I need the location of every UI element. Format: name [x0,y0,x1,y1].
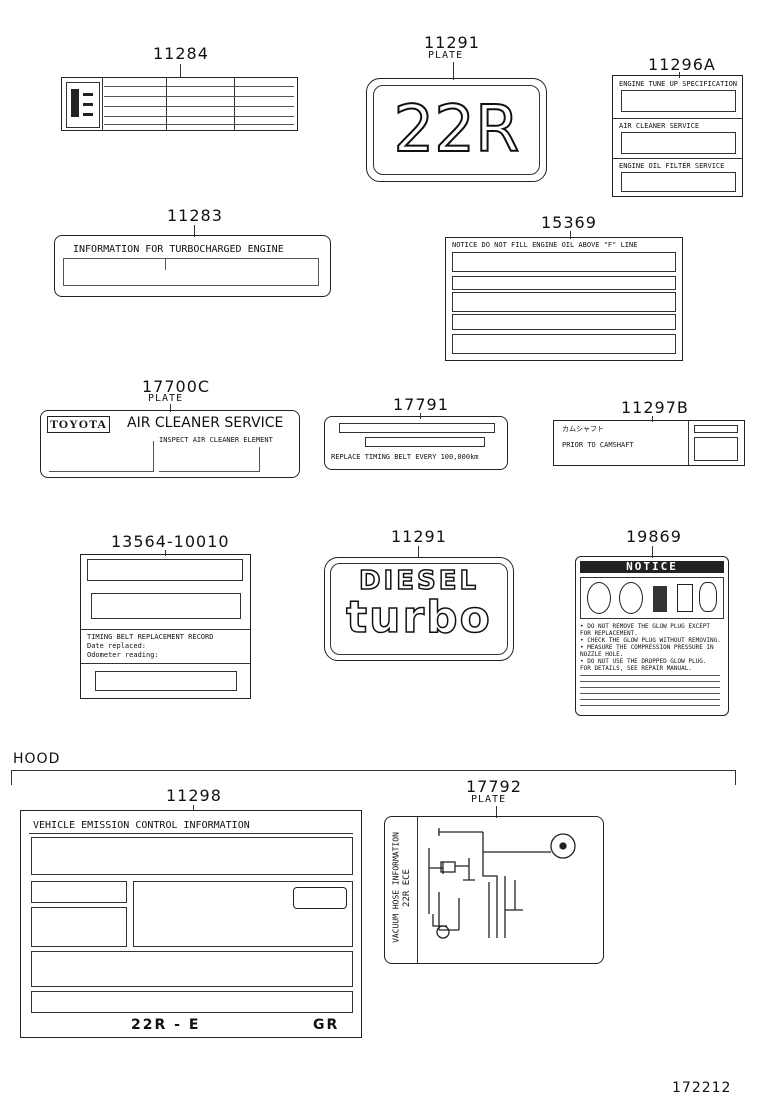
leader-line [570,231,571,239]
turbo-info-text: INFORMATION FOR TURBOCHARGED ENGINE [73,244,284,255]
spec-line-2: AIR CLEANER SERVICE [619,122,700,130]
vacuum-hose-diagram [428,828,576,939]
date-replaced-text: Date replaced: [87,642,147,650]
vacuum-hose-title: VACUUM HOSE INFORMATION [391,832,401,943]
engine-figure [66,82,100,128]
leader-line [170,404,171,412]
label-11296a: ENGINE TUNE UP SPECIFICATION AIR CLEANER… [612,75,743,197]
plate-17792-vacuum: VACUUM HOSE INFORMATION 22R ECE [384,816,604,964]
timing-record-text: TIMING BELT REPLACEMENT RECORD [87,633,214,641]
leader-line [652,416,653,422]
leader-line [418,546,419,558]
hood-section-label: HOOD [13,751,61,767]
part-number-11284: 11284 [153,44,209,63]
plate-22r-text: 22R [393,92,521,168]
turbo-text: turbo [345,591,492,644]
part-number-17700c: 17700C [142,377,211,396]
part-number-19869: 19869 [626,527,682,546]
leader-line [180,64,181,78]
leader-line [165,550,166,556]
label-17791: REPLACE TIMING BELT EVERY 100,000km [324,416,508,470]
drawing-number: 172212 [672,1080,732,1096]
part-number-11283: 11283 [167,206,223,225]
notice-line-3: • CHECK THE GLOW PLUG WITHOUT REMOVING. [580,637,721,644]
notice-line-4: • MEASURE THE COMPRESSION PRESSURE IN [580,644,714,651]
vehicle-emission-title: VEHICLE EMISSION CONTROL INFORMATION [33,820,250,831]
emission-engine-code: 22R - E [131,1017,201,1033]
notice-line-2: FOR REPLACEMENT. [580,630,638,637]
inspect-text: INSPECT AIR CLEANER ELEMENT [159,436,273,444]
label-11284 [61,77,298,131]
part-number-11291-b: 11291 [391,527,447,546]
leader-line [496,806,497,818]
plate-caption-17700c: PLATE [148,393,184,404]
notice-15369-text: NOTICE DO NOT FILL ENGINE OIL ABOVE "F" … [452,241,638,249]
emission-badge [293,887,347,909]
label-11298-emission: VEHICLE EMISSION CONTROL INFORMATION 22R… [20,810,362,1038]
plate-diesel-turbo: DIESEL turbo [324,557,514,661]
notice-line-5: NOZZLE HOLE. [580,651,624,658]
part-number-11297b: 11297B [621,398,689,417]
label-19869-notice: NOTICE • DO NOT REMOVE THE GLOW PLUG EXC… [575,556,729,716]
notice-line-7: FOR DETAILS, SEE REPAIR MANUAL. [580,665,692,672]
spec-line-1: ENGINE TUNE UP SPECIFICATION [619,80,738,88]
notice-line-6: • DO NOT USE THE DROPPED GLOW PLUG. [580,658,707,665]
plate-17700c: TOYOTA AIR CLEANER SERVICE INSPECT AIR C… [40,410,300,478]
part-number-17791: 17791 [393,395,449,414]
diesel-text: DIESEL [358,565,480,597]
emission-gr-code: GR [313,1017,340,1033]
label-11297b: カムシャフト PRIOR TO CAMSHAFT [553,420,745,466]
leader-line [194,225,195,237]
odometer-text: Odometer reading: [87,651,159,659]
plate-22r: 22R [366,78,547,182]
plate-caption-17792: PLATE [471,794,507,805]
prior-camshaft-text: PRIOR TO CAMSHAFT [562,441,634,449]
timing-belt-text: REPLACE TIMING BELT EVERY 100,000km [331,453,479,461]
part-number-15369: 15369 [541,213,597,232]
air-cleaner-title: AIR CLEANER SERVICE [127,415,284,431]
camshaft-jp-text: カムシャフト [562,425,604,433]
vacuum-title-column: VACUUM HOSE INFORMATION 22R ECE [385,817,418,963]
label-15369: NOTICE DO NOT FILL ENGINE OIL ABOVE "F" … [445,237,683,361]
label-11283: INFORMATION FOR TURBOCHARGED ENGINE [54,235,331,297]
notice-line-1: • DO NOT REMOVE THE GLOW PLUG EXCEPT [580,623,711,630]
part-number-17792: 17792 [466,777,522,796]
spec-line-3: ENGINE OIL FILTER SERVICE [619,162,725,170]
leader-line [193,805,194,811]
hood-bracket [11,770,736,785]
label-13564-10010: TIMING BELT REPLACEMENT RECORD Date repl… [80,554,251,699]
part-number-11291-a: 11291 [424,33,480,52]
plate-caption-11291-a: PLATE [428,50,464,61]
leader-line [652,546,653,558]
part-number-13564-10010: 13564-10010 [111,532,230,551]
vacuum-engine-code: 22R ECE [402,869,412,907]
notice-title: NOTICE [626,560,678,573]
leader-line [453,62,454,80]
part-number-11296a: 11296A [648,55,716,74]
part-number-11298: 11298 [166,786,222,805]
toyota-logo: TOYOTA [47,416,110,433]
